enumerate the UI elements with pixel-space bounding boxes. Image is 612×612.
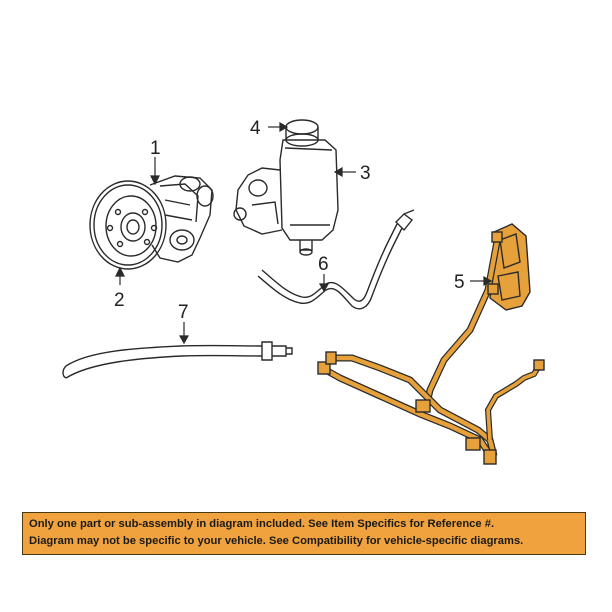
disclaimer-line-1: Only one part or sub-assembly in diagram… [29, 518, 495, 530]
pump-body-part-1 [149, 175, 214, 263]
pump-pulley-part-2 [89, 180, 167, 270]
reservoir-part-3 [233, 139, 339, 256]
callout-6: 6 [318, 254, 329, 275]
leader-lines [115, 121, 493, 345]
disclaimer-banner: Only one part or sub-assembly in diagram… [22, 512, 586, 555]
callout-4: 4 [250, 118, 261, 139]
callout-5: 5 [454, 272, 465, 293]
reservoir-cap-part-4 [285, 119, 319, 147]
callout-2: 2 [114, 290, 125, 311]
hose-part-7 [62, 341, 293, 379]
return-hose-part-6 [257, 209, 415, 310]
callout-7: 7 [178, 302, 189, 323]
pressure-hose-part-5 [317, 223, 545, 465]
callout-3: 3 [360, 163, 371, 184]
disclaimer-line-2: Diagram may not be specific to your vehi… [29, 535, 524, 547]
callout-1: 1 [150, 138, 161, 159]
